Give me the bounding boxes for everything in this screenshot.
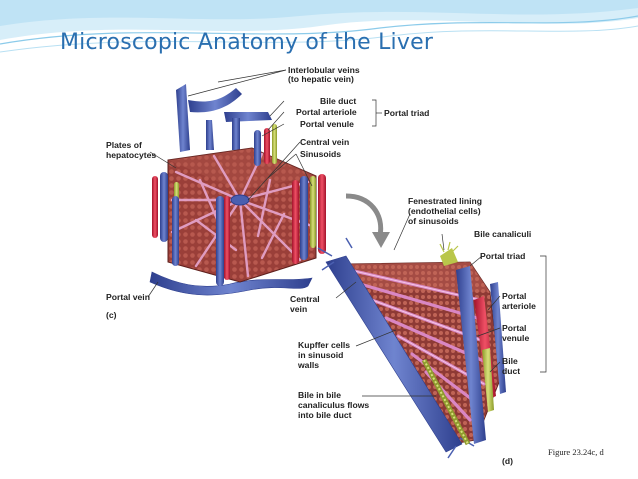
label-portal-arteriole-d-1: Portal — [502, 291, 527, 301]
label-interlobular-veins: Interlobular veins — [288, 65, 360, 75]
label-portal-venule-c: Portal venule — [300, 119, 354, 129]
label-portal-arteriole-d-2: arteriole — [502, 301, 536, 311]
label-central-vein-d-1: Central — [290, 294, 320, 304]
sinusoid-wedge-illustration — [317, 237, 506, 459]
label-portal-venule-d-2: venule — [502, 333, 530, 343]
liver-lobule-illustration — [149, 84, 326, 296]
slide-title: Microscopic Anatomy of the Liver — [60, 30, 434, 55]
label-bile-flow-3: into bile duct — [298, 410, 352, 420]
label-plates-line1: Plates of — [106, 140, 142, 150]
panel-d-letter: (d) — [502, 456, 513, 466]
figure-caption: Figure 23.24c, d — [548, 447, 604, 457]
label-central-vein-d-2: vein — [290, 304, 308, 314]
label-kupffer-1: Kupffer cells — [298, 340, 351, 350]
label-bile-flow-1: Bile in bile — [298, 390, 341, 400]
label-central-vein-c: Central vein — [300, 137, 350, 147]
label-sinusoids: Sinusoids — [300, 149, 342, 159]
label-portal-arteriole-c: Portal arteriole — [296, 107, 357, 117]
label-plates-line2: hepatocytes — [106, 150, 157, 160]
panel-c-leader-lines — [147, 69, 382, 298]
label-bile-duct-c: Bile duct — [320, 96, 357, 106]
label-fenestrated-3: of sinusoids — [408, 216, 459, 226]
header-wave-decoration — [0, 0, 638, 53]
label-bile-flow-2: canaliculus flows — [298, 400, 370, 410]
label-bile-canaliculi: Bile canaliculi — [474, 229, 532, 239]
label-portal-vein: Portal vein — [106, 292, 150, 302]
label-portal-triad-d: Portal triad — [480, 251, 526, 261]
label-portal-triad-c: Portal triad — [384, 108, 430, 118]
label-kupffer-2: in sinusoid — [298, 350, 344, 360]
panel-d-leader-lines — [335, 213, 547, 397]
label-bile-duct-d-1: Bile — [502, 356, 518, 366]
label-kupffer-3: walls — [298, 360, 320, 370]
transition-arrow — [345, 193, 384, 237]
label-portal-venule-d-1: Portal — [502, 323, 527, 333]
panel-c-letter: (c) — [106, 310, 117, 320]
label-bile-duct-d-2: duct — [502, 366, 521, 376]
label-fenestrated-1: Fenestrated lining — [408, 196, 483, 206]
label-interlobular-veins-sub: (to hepatic vein) — [288, 74, 354, 84]
label-fenestrated-2: (endothelial cells) — [408, 206, 481, 216]
